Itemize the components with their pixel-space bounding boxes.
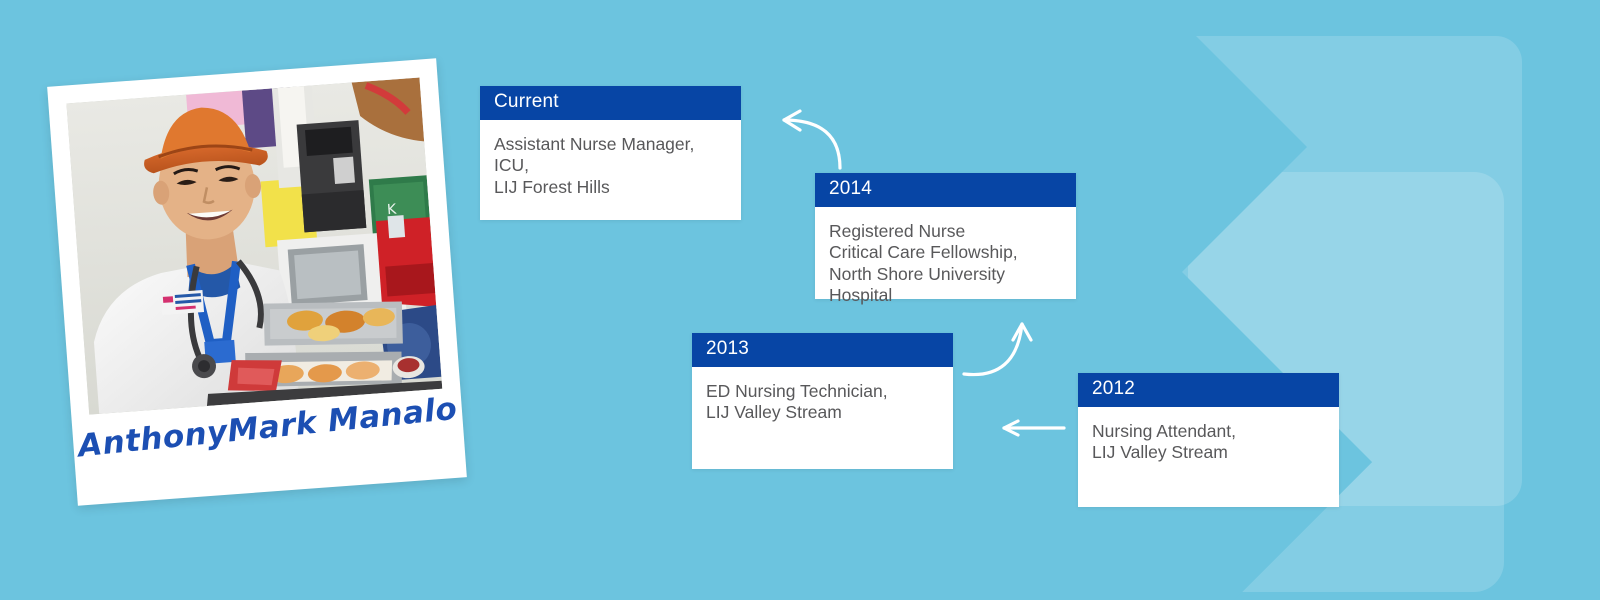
svg-text:K: K bbox=[387, 202, 398, 219]
timeline-card-2014: 2014 Registered Nurse Critical Care Fell… bbox=[815, 173, 1076, 305]
timeline-card-header: 2012 bbox=[1078, 373, 1339, 407]
timeline-card-body: Nursing Attendant, LIJ Valley Stream bbox=[1092, 420, 1236, 463]
timeline-card-header: Current bbox=[480, 86, 741, 120]
timeline-card-header: 2013 bbox=[692, 333, 953, 367]
timeline-card-body: Registered Nurse Critical Care Fellowshi… bbox=[829, 220, 1018, 305]
curved-arrow-up-right-icon bbox=[962, 322, 1033, 377]
timeline-card-2013: 2013 ED Nursing Technician, LIJ Valley S… bbox=[692, 333, 953, 469]
photo-frame: K bbox=[66, 77, 443, 415]
timeline-card-body: Assistant Nurse Manager, ICU, LIJ Forest… bbox=[494, 133, 695, 197]
timeline-card-2012: 2012 Nursing Attendant, LIJ Valley Strea… bbox=[1078, 373, 1339, 507]
curved-arrow-up-left-icon bbox=[782, 109, 842, 170]
timeline-card-header: 2014 bbox=[815, 173, 1076, 207]
straight-arrow-left-icon bbox=[1002, 419, 1066, 437]
timeline-card-body: ED Nursing Technician, LIJ Valley Stream bbox=[706, 380, 888, 423]
polaroid-photo-card: K bbox=[47, 58, 467, 506]
timeline-card-current: Current Assistant Nurse Manager, ICU, LI… bbox=[480, 86, 741, 220]
portrait-photo: K bbox=[66, 77, 443, 415]
